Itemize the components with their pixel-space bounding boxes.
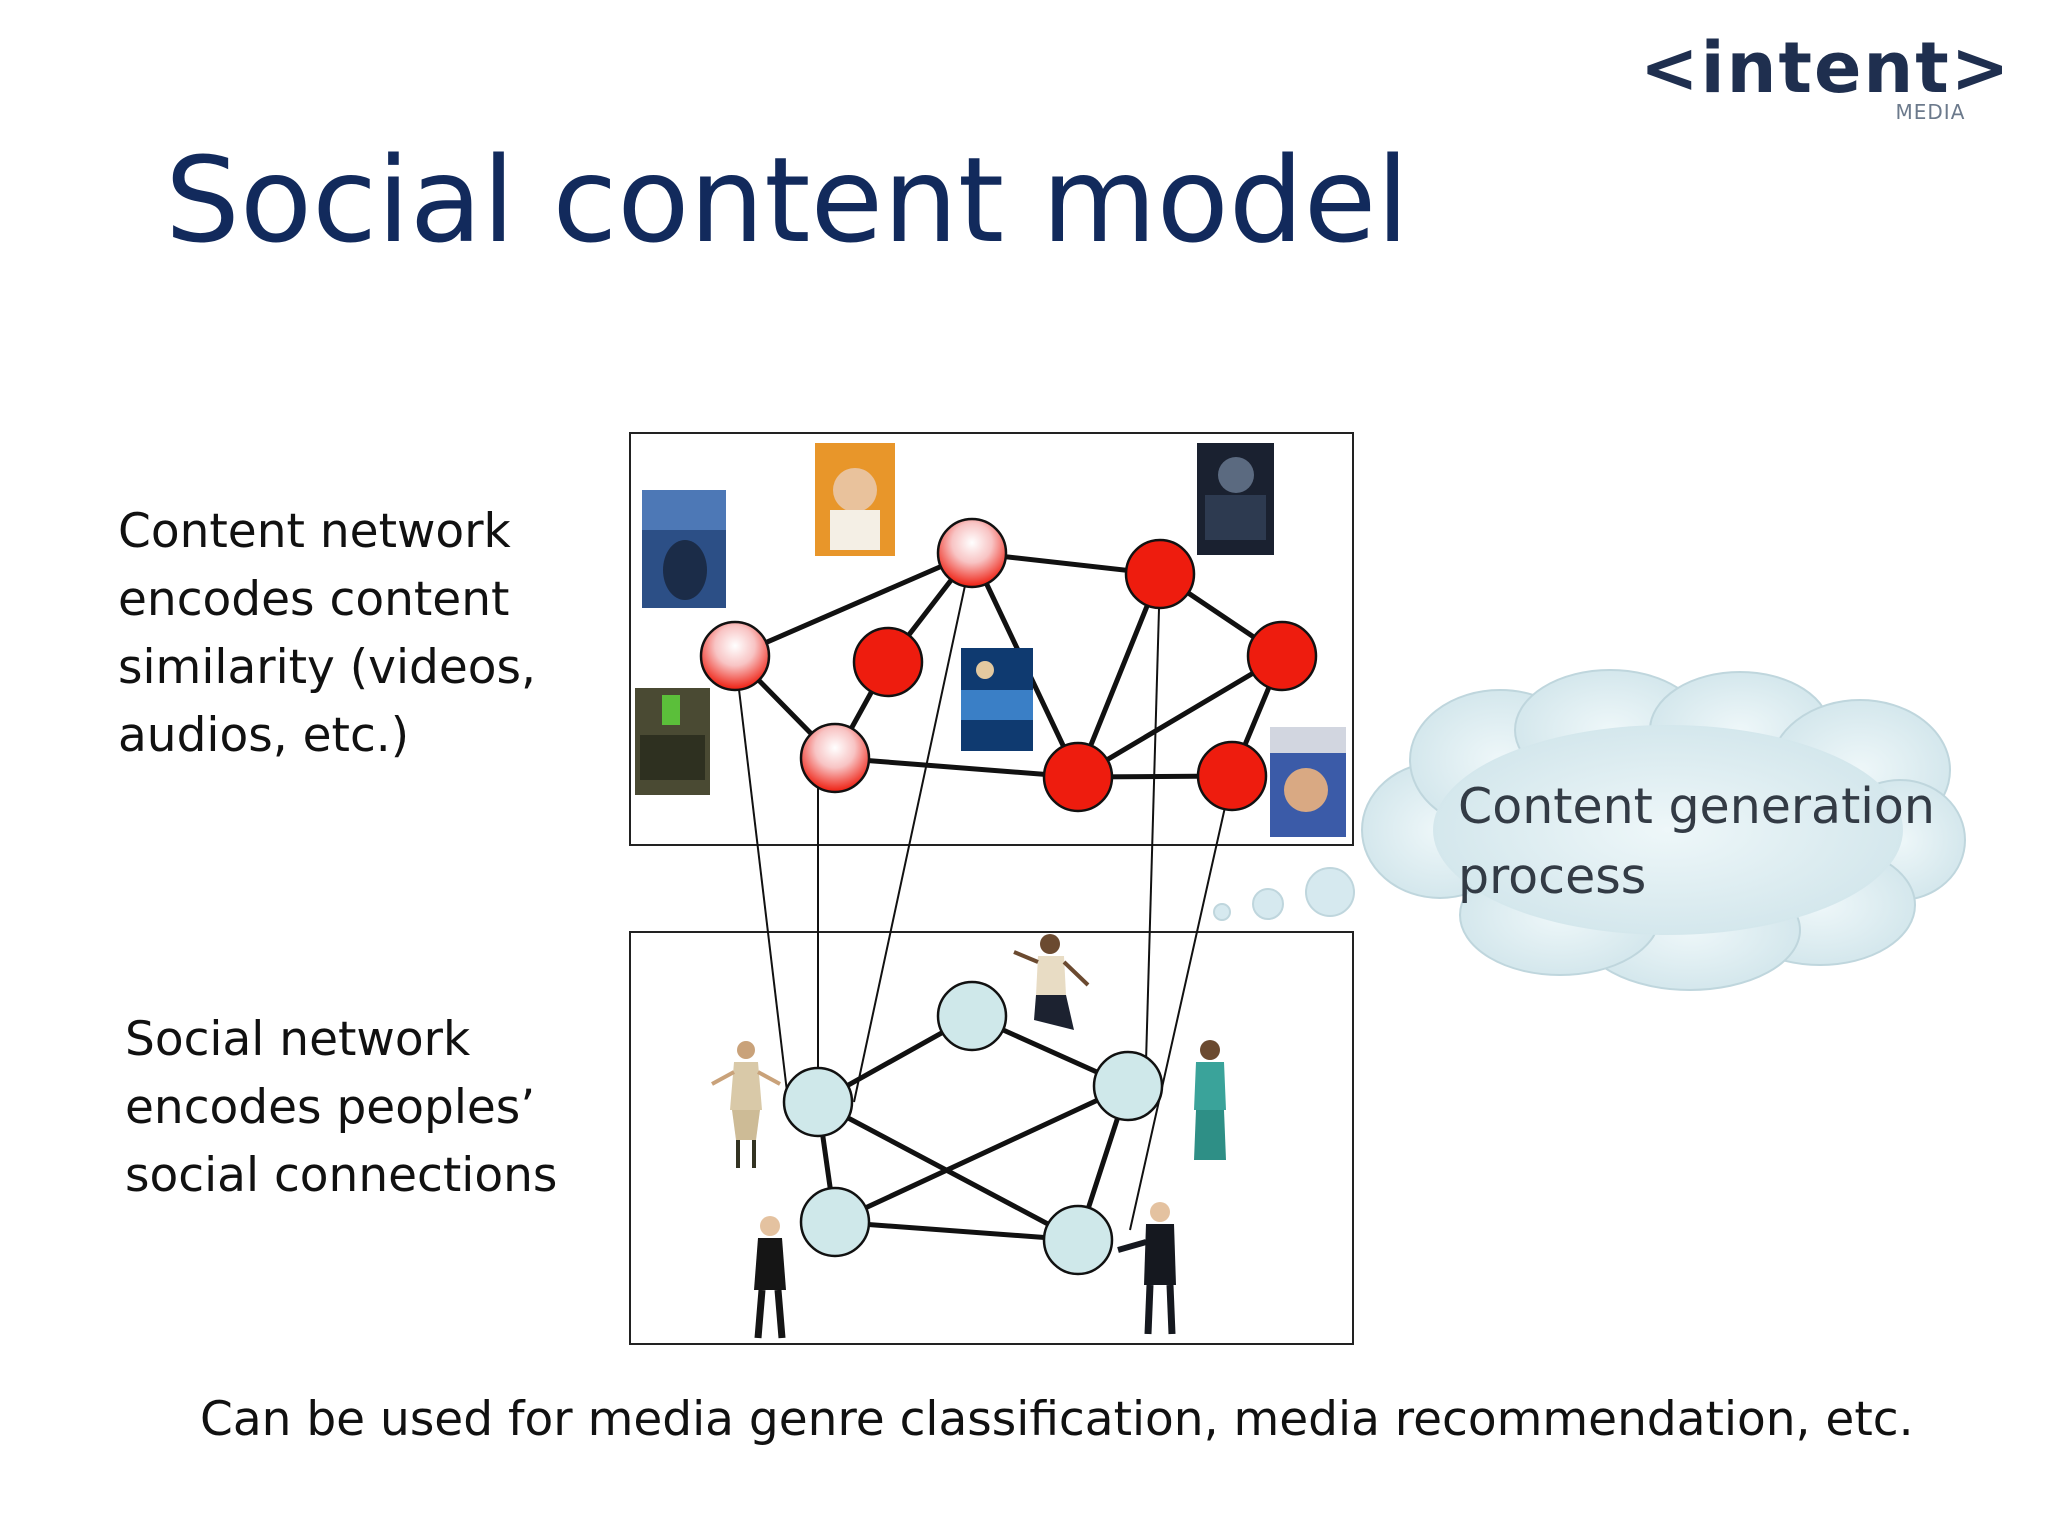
9-poster-icon xyxy=(635,688,710,795)
content-node xyxy=(852,626,924,698)
content-description-line: encodes content xyxy=(118,572,510,627)
star-trek-poster-icon xyxy=(1197,443,1274,555)
content-node xyxy=(1196,740,1268,812)
social-network-description: Social network encodes peoples’ social c… xyxy=(125,1006,605,1210)
cloud-label-line: process xyxy=(1458,848,1647,905)
cloud-label: Content generation process xyxy=(1458,772,1958,912)
social-node xyxy=(799,1186,871,1258)
logo-sub-text: MEDIA xyxy=(1895,100,1966,124)
intent-media-logo: <intent> MEDIA xyxy=(1640,27,2012,124)
content-description-line: similarity (videos, xyxy=(118,640,536,695)
content-nodes xyxy=(699,517,1318,813)
social-description-line: Social network xyxy=(125,1012,471,1067)
shrugging-woman-icon xyxy=(711,1041,781,1168)
content-node xyxy=(1246,620,1318,692)
content-node xyxy=(1042,741,1114,813)
content-description-line: audios, etc.) xyxy=(118,708,410,763)
doctor-icon xyxy=(1194,1040,1226,1160)
social-description-line: encodes peoples’ xyxy=(125,1080,536,1135)
slide-title: Social content model xyxy=(165,131,1410,269)
trailer-park-boys-poster-icon xyxy=(1270,727,1346,837)
footer-caption: Can be used for media genre classificati… xyxy=(200,1392,1914,1447)
social-node xyxy=(1092,1050,1164,1122)
content-node xyxy=(699,620,771,692)
the-thing-poster-icon xyxy=(642,490,726,608)
inter-layer-links xyxy=(734,552,1233,1231)
thought-cloud xyxy=(1213,669,1966,991)
cloud-bubble xyxy=(1252,888,1284,920)
cloud-bubble xyxy=(1305,867,1355,917)
social-description-line: social connections xyxy=(125,1148,558,1203)
content-node xyxy=(799,722,871,794)
social-nodes xyxy=(782,980,1164,1276)
social-node xyxy=(782,1066,854,1138)
social-node xyxy=(1042,1204,1114,1276)
cloud-bubble xyxy=(1213,903,1231,921)
cloud-label-line: Content generation xyxy=(1458,778,1935,835)
businesswoman-icon xyxy=(754,1216,786,1339)
content-network-description: Content network encodes content similari… xyxy=(118,498,588,770)
adrift-poster-icon xyxy=(961,648,1033,751)
content-node xyxy=(1124,538,1196,610)
jumping-man-icon xyxy=(1013,934,1090,1030)
businessman-presenting-icon xyxy=(1117,1202,1176,1335)
content-node xyxy=(936,517,1008,589)
content-description-line: Content network xyxy=(118,504,511,559)
logo-main-text: <intent> xyxy=(1640,27,2012,109)
40-year-old-virgin-poster-icon xyxy=(815,443,895,556)
social-node xyxy=(936,980,1008,1052)
